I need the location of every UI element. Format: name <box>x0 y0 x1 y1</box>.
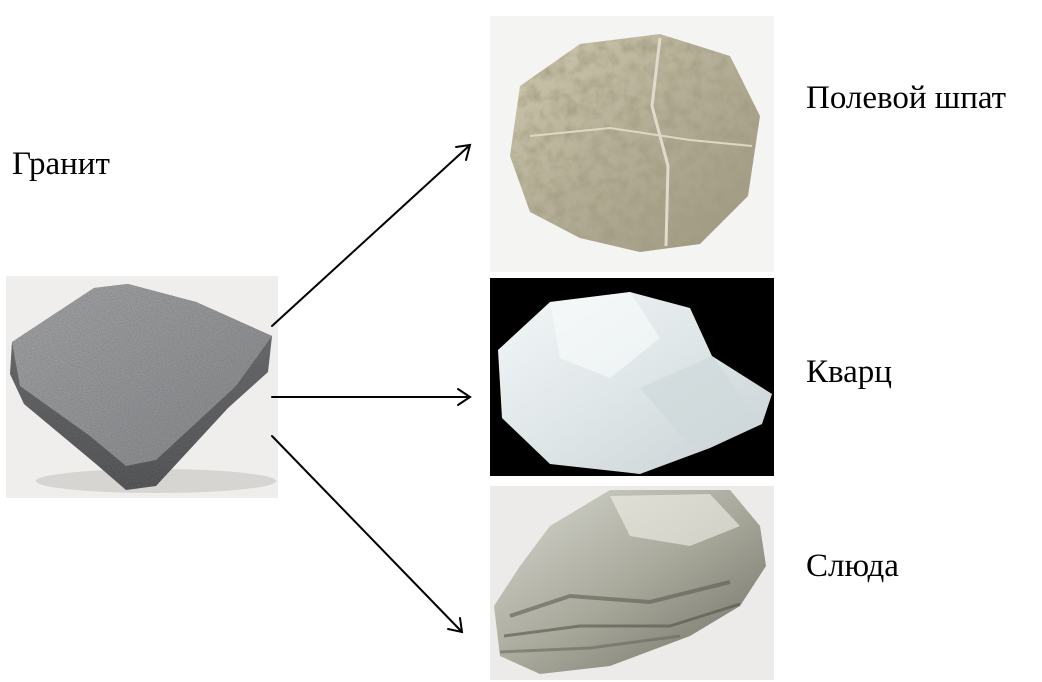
arrow-to-feldspar <box>272 145 470 326</box>
arrow-to-mica <box>272 436 462 632</box>
arrow-to-quartz <box>272 389 470 405</box>
